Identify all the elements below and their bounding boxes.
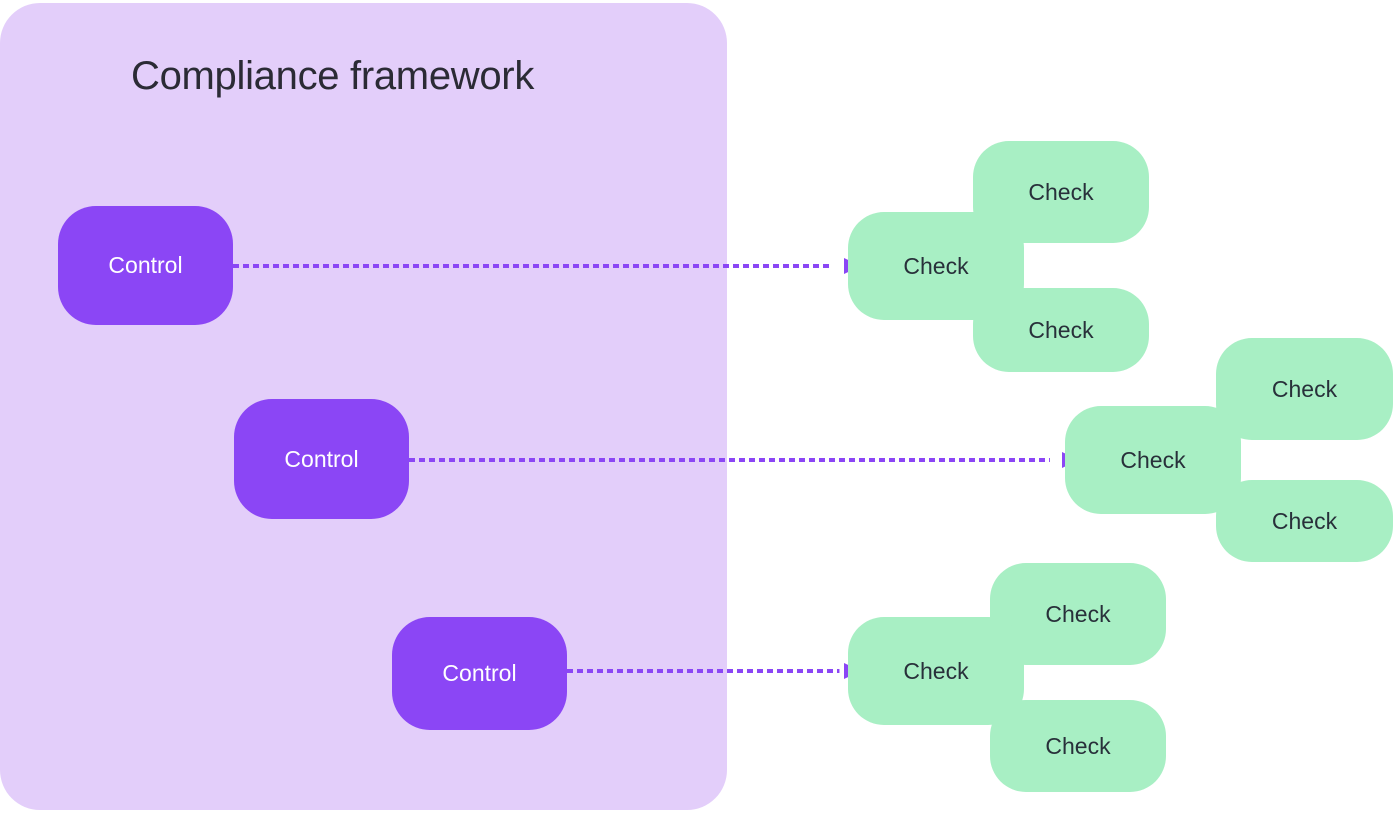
control-node-1[interactable]: Control xyxy=(58,206,233,325)
check-node-label: Check xyxy=(903,657,969,684)
check-node[interactable]: Check xyxy=(1216,338,1393,440)
check-node[interactable]: Check xyxy=(990,700,1166,792)
check-node[interactable]: Check xyxy=(1216,480,1393,562)
check-node-label: Check xyxy=(1028,178,1094,205)
check-node-label: Check xyxy=(1045,732,1111,759)
check-node-label: Check xyxy=(1045,600,1111,627)
check-node-primary[interactable]: Check xyxy=(848,212,1024,320)
check-node-primary[interactable]: Check xyxy=(848,617,1024,725)
page-title: Compliance framework xyxy=(131,54,535,98)
check-node-label: Check xyxy=(1028,316,1094,343)
check-node-primary[interactable]: Check xyxy=(1065,406,1241,514)
control-node-label: Control xyxy=(284,445,359,472)
check-node-label: Check xyxy=(1271,375,1338,402)
control-node-3[interactable]: Control xyxy=(392,617,567,730)
check-node-label: Check xyxy=(903,252,969,279)
check-node-label: Check xyxy=(1271,507,1338,534)
control-node-label: Control xyxy=(108,252,183,278)
control-node-label: Control xyxy=(442,660,517,686)
check-node-label: Check xyxy=(1120,446,1186,473)
control-node-2[interactable]: Control xyxy=(234,399,409,519)
